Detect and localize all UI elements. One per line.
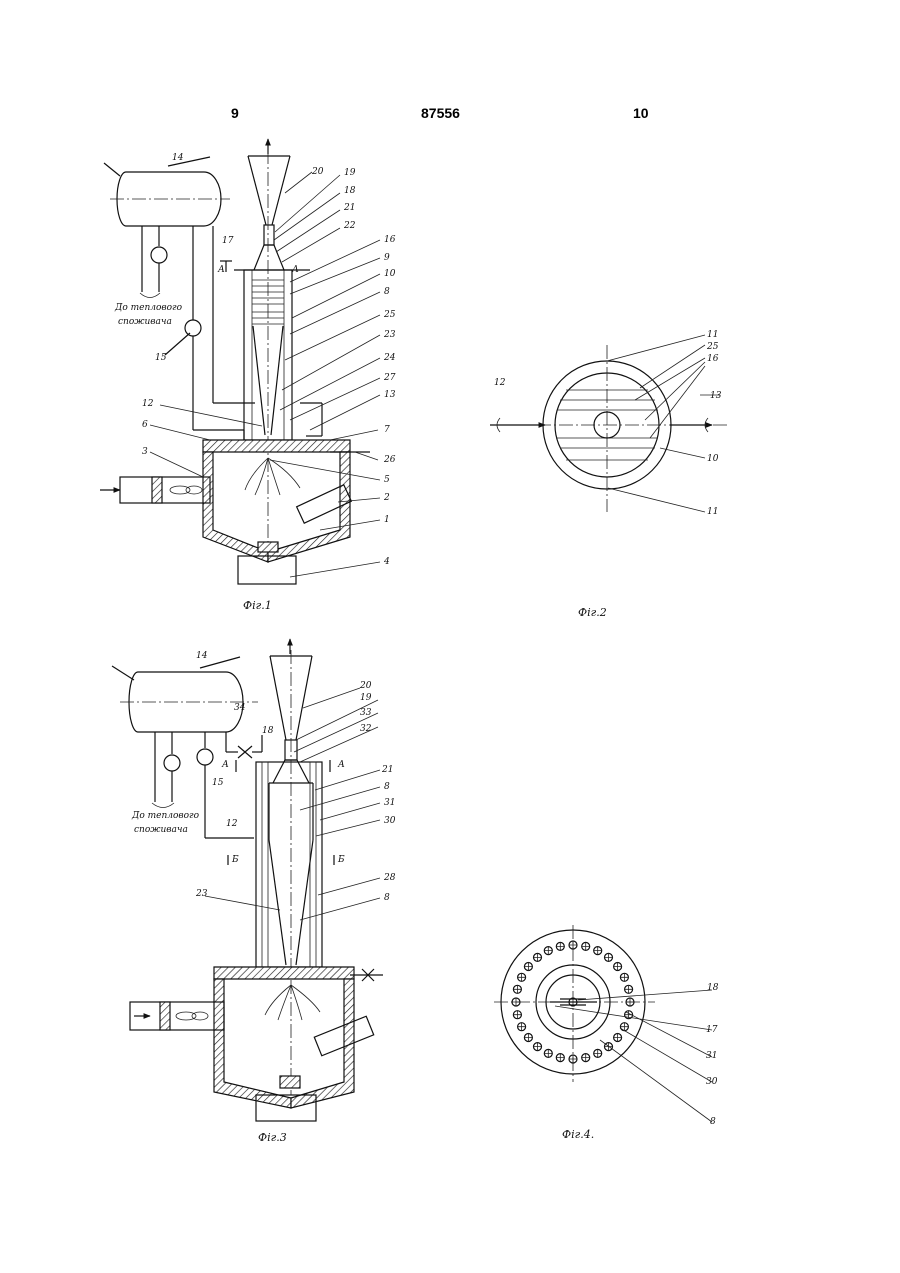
fig4-label-31: 31 [706,1051,717,1061]
fig3-label-23: 23 [195,889,208,899]
fig2-caption: Фіг.2 [578,606,607,619]
figure-1: 14 20 19 18 21 22 17 16 9 10 8 25 23 24 … [100,139,396,612]
fig3-label-28: 28 [383,873,396,883]
label-24: 24 [383,353,396,363]
fig3-label-15: 15 [212,778,224,788]
label-5: 5 [384,475,390,485]
fig4-label-18: 18 [707,983,719,993]
label-7: 7 [384,425,390,435]
fig3-label-20: 20 [359,681,372,691]
fig3-label-14: 14 [196,651,208,661]
fig3-label-34: 34 [234,703,246,713]
label-26: 26 [383,455,396,465]
fig2-label-11b: 11 [707,507,718,517]
heat-exchanger-column [220,150,310,560]
fig3-section-a-right: А [337,760,345,770]
fig3-boiler [112,657,258,732]
label-12: 12 [142,399,154,409]
label-2: 2 [383,493,390,503]
ejector-diffuser [248,139,290,270]
fig3-label-30: 30 [384,816,396,826]
label-21: 21 [343,203,355,213]
label-3: 3 [142,447,148,457]
fig3-label-32: 32 [360,724,372,734]
section-a-right: А [291,265,299,275]
label-10: 10 [384,269,396,279]
fig1-caption: Фіг.1 [243,599,272,612]
fig3-note-line2: споживача [134,825,188,835]
figure-3: 14 20 19 34 33 18 32 21 8 31 15 30 12 28… [112,639,396,1144]
fig1-note-line1: До теплового [114,303,183,313]
figure-2: 11 25 16 12 13 10 11 Фіг.2 [490,330,730,619]
fig3-furnace [130,967,383,1121]
boiler-drum [104,157,230,226]
fig4-label-8: 8 [710,1117,716,1127]
fig3-label-8b: 8 [384,893,390,903]
fig3-label-12: 12 [226,819,238,829]
fig2-label-16: 16 [707,354,719,364]
label-1: 1 [384,515,390,525]
fig3-note-line1: До теплового [131,811,200,821]
fig3-labels: 14 20 19 34 33 18 32 21 8 31 15 30 12 28… [131,651,396,1144]
fig3-section-a-left: А [221,760,229,770]
label-22: 22 [343,221,356,231]
consumer-pipes [140,226,322,436]
fig1-labels: 14 20 19 18 21 22 17 16 9 10 8 25 23 24 … [114,153,396,612]
fig3-label-31: 31 [384,798,395,808]
label-27: 27 [383,373,396,383]
label-17: 17 [222,236,234,246]
fig4-caption: Фіг.4. [562,1128,594,1141]
fig3-label-33: 33 [360,708,372,718]
fig4-label-17: 17 [706,1025,718,1035]
label-14: 14 [172,153,184,163]
label-23: 23 [383,330,396,340]
fig3-label-21: 21 [381,765,393,775]
fig3-label-18: 18 [262,726,274,736]
fig3-caption: Фіг.3 [258,1131,287,1144]
label-4: 4 [383,557,390,567]
label-16: 16 [384,235,396,245]
fig3-label-19: 19 [360,693,372,703]
fig3-section-b-right: Б [337,855,345,865]
label-8: 8 [384,287,390,297]
fig2-label-11: 11 [707,330,718,340]
label-20: 20 [311,167,324,177]
label-13: 13 [384,390,396,400]
fig3-section-b-left: Б [231,855,239,865]
label-9: 9 [384,253,390,263]
label-25: 25 [383,310,396,320]
fig3-pipes [152,732,262,838]
fig2-label-10: 10 [707,454,719,464]
section-a-left: А [217,265,225,275]
label-19: 19 [344,168,356,178]
label-6: 6 [142,420,148,430]
fig1-note-line2: сnоживача [118,317,172,327]
fig3-leaders [205,688,380,920]
fig4-label-30: 30 [706,1077,718,1087]
fig2-label-25: 25 [706,342,719,352]
label-18: 18 [344,186,356,196]
fig2-label-13: 13 [710,391,722,401]
fig2-label-12: 12 [494,378,506,388]
figure-4: 18 17 31 30 8 Фіг.4. [494,925,719,1141]
label-15: 15 [155,353,167,363]
fig3-label-8a: 8 [384,782,390,792]
furnace [100,430,370,584]
